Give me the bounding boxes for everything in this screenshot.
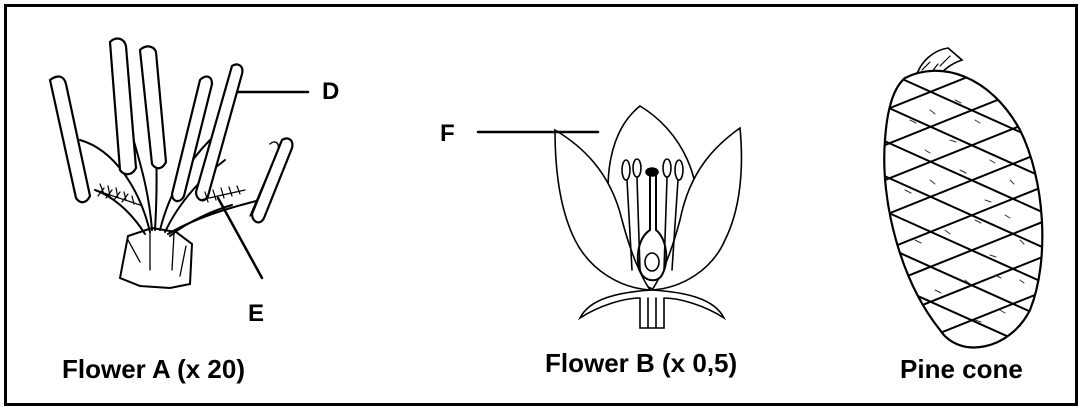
flower-a-base — [120, 228, 192, 288]
label-f: F — [440, 120, 455, 148]
caption-flower-b: Flower B (x 0,5) — [545, 348, 737, 379]
pine-cone-drawing — [860, 40, 1060, 400]
caption-flower-a: Flower A (x 20) — [62, 354, 245, 385]
flower-b-drawing — [478, 106, 741, 328]
anther — [50, 39, 292, 223]
label-e: E — [248, 300, 264, 328]
flower-a-drawing — [50, 39, 308, 288]
label-d: D — [322, 78, 339, 106]
caption-pine-cone: Pine cone — [900, 354, 1023, 385]
